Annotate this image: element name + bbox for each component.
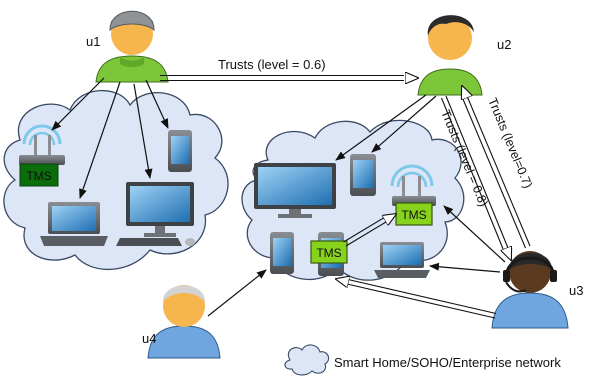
user-u3-label: u3	[569, 283, 583, 298]
tms-box-router: TMS	[395, 202, 433, 226]
trust-label-u1-u2: Trusts (level = 0.6)	[218, 57, 326, 72]
right-laptop	[374, 242, 430, 278]
link-u1-laptop	[79, 81, 121, 199]
antenna-right	[418, 176, 421, 198]
tms-label: TMS	[401, 208, 426, 222]
legend-label: Smart Home/SOHO/Enterprise network	[334, 355, 561, 370]
link-u3-laptop	[429, 262, 501, 273]
u3-device-links	[429, 205, 506, 273]
wifi-arc-outer-icon	[22, 124, 62, 145]
trust-arrow-u1-u2	[160, 76, 418, 81]
u4-device-links	[207, 269, 267, 317]
right-smartphone-left	[270, 232, 294, 274]
link-u2-phone	[371, 95, 437, 153]
tms-box-phone: TMS	[310, 240, 348, 264]
wifi-arc-inner-icon	[396, 171, 428, 188]
trust-label-u3-u2: Trusts (level=0.7)	[485, 96, 535, 190]
trust-arrow-tms-tms	[343, 214, 397, 247]
wifi-arc-outer-icon	[390, 164, 434, 187]
left-router	[19, 124, 65, 165]
link-u1-phone	[145, 79, 169, 129]
link-u3-router	[443, 205, 506, 263]
antenna-left	[34, 135, 37, 157]
left-smartphone	[168, 130, 192, 172]
antenna-left	[402, 176, 405, 198]
link-u1-desktop	[133, 83, 153, 179]
user-u4-avatar	[147, 285, 221, 359]
link-u1-router	[51, 77, 105, 131]
user-u2-label: u2	[497, 37, 511, 52]
wifi-arc-inner-icon	[28, 131, 56, 146]
trust-arrow-u3-u2	[462, 86, 531, 249]
legend-cloud-icon	[284, 344, 330, 376]
u2-device-links	[335, 94, 437, 161]
right-smartphone-top	[350, 154, 376, 196]
left-laptop	[40, 202, 108, 246]
tms-label: TMS	[26, 169, 51, 183]
antenna-right	[48, 135, 51, 157]
user-u4-label: u4	[142, 331, 156, 346]
right-monitor	[254, 163, 336, 218]
router-body	[19, 155, 65, 165]
left-desktop-computer	[116, 182, 195, 246]
link-u4-phone	[207, 269, 267, 317]
trust-arrow-u2-u3	[440, 95, 512, 260]
link-u2-monitor	[335, 94, 427, 161]
user-u2-avatar	[417, 15, 483, 96]
user-u3-avatar	[491, 251, 569, 329]
right-network-cloud	[241, 119, 465, 281]
u1-device-links	[51, 77, 169, 199]
user-u1-avatar	[95, 10, 169, 83]
user-u1-label: u1	[86, 34, 100, 49]
tms-box-left: TMS	[19, 163, 59, 187]
trust-arrow-u3-phone-tms	[336, 279, 497, 319]
tms-label: TMS	[316, 246, 341, 260]
